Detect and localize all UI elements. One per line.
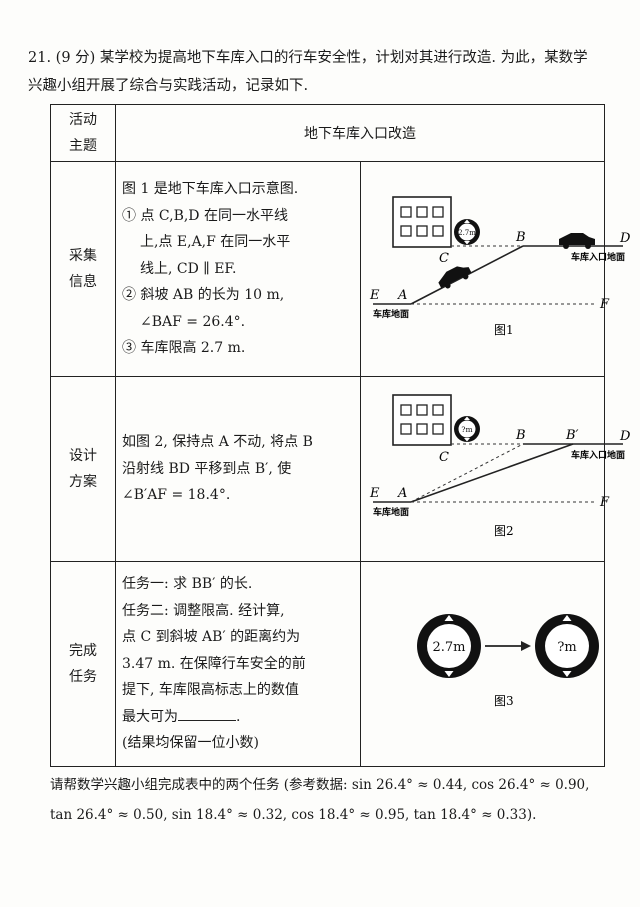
row1-text-line: ① 点 C,B,D 在同一水平线 xyxy=(122,207,288,224)
row3-text-cell: 任务一: 求 BB′ 的长. 任务二: 调整限高. 经计算, 点 C 到斜坡 A… xyxy=(115,561,361,767)
building-icon xyxy=(391,394,452,446)
arrow-right-icon xyxy=(484,641,531,651)
row3-text-line: 点 C 到斜坡 AB′ 的距离约为 xyxy=(122,629,301,646)
figure1-cell: 2.7m xyxy=(359,161,631,377)
figure2-diagram: ?m C B B′ D E A F 车库入口地面 车库地面 xyxy=(369,394,631,538)
garage-ground-label: 车库地面 xyxy=(373,506,409,518)
reference-line2: tan 26.4° ≈ 0.50, sin 18.4° ≈ 0.32, cos … xyxy=(50,807,537,823)
row1-text-line: 线上, CD ∥ EF. xyxy=(140,260,237,277)
garage-ground-label: 车库地面 xyxy=(373,308,409,320)
header-theme-line1: 活动 xyxy=(69,112,97,128)
point-label-d: D xyxy=(619,231,631,246)
point-label-a: A xyxy=(397,288,407,303)
problem-intro-line2: 兴趣小组开展了综合与实践活动，记录如下. xyxy=(28,78,309,94)
entrance-ground-label: 车库入口地面 xyxy=(571,251,625,263)
problem-intro-line1: 21. (9 分) 某学校为提高地下车库入口的行车安全性，计划对其进行改造. 为… xyxy=(28,50,588,66)
table-row-collect-info: 采集 信息 图 1 是地下车库入口示意图. ① 点 C,B,D 在同一水平线 上… xyxy=(50,161,631,377)
row2-text-cell: 如图 2, 保持点 A 不动, 将点 B 沿射线 BD 平移到点 B′, 使 ∠… xyxy=(115,376,361,562)
figure3-cell: 2.7m ?m 图3 xyxy=(359,561,605,767)
reference-data: 请帮数学兴趣小组完成表中的两个任务 (参考数据: sin 26.4° ≈ 0.4… xyxy=(50,770,620,830)
row3-label-cell: 完成 任务 xyxy=(50,561,116,767)
table-row-complete-tasks: 完成 任务 任务一: 求 BB′ 的长. 任务二: 调整限高. 经计算, 点 C… xyxy=(50,561,605,767)
table-row-design-plan: 设计 方案 如图 2, 保持点 A 不动, 将点 B 沿射线 BD 平移到点 B… xyxy=(50,376,631,562)
entrance-ground-label: 车库入口地面 xyxy=(571,449,625,461)
point-label-c: C xyxy=(439,251,449,266)
answer-blank[interactable] xyxy=(178,704,236,721)
point-label-f: F xyxy=(599,495,610,510)
point-label-f: F xyxy=(599,297,610,312)
row3-text-line-blank: 最大可为. xyxy=(122,704,354,731)
row1-text-line: 上,点 E,A,F 在同一水平 xyxy=(140,234,291,251)
row3-label-line2: 任务 xyxy=(69,669,97,685)
row3-label-line1: 完成 xyxy=(69,643,97,659)
sign-value: ?m xyxy=(461,425,472,434)
car-icon xyxy=(558,233,595,249)
row2-text-line: 沿射线 BD 平移到点 B′, 使 xyxy=(122,460,292,477)
point-label-b-prime: B′ xyxy=(565,428,579,443)
row1-label-line1: 采集 xyxy=(69,248,97,264)
row1-label-cell: 采集 信息 xyxy=(50,161,116,377)
row2-label-line1: 设计 xyxy=(69,448,97,464)
figure3-caption: 图3 xyxy=(494,694,514,708)
activity-table: 活动 主题 地下车库入口改造 采集 信息 图 1 是地下车库入口示意图. ① 点… xyxy=(50,104,631,767)
row3-text-line: (结果均保留一位小数) xyxy=(122,735,259,752)
sign-value: 2.7m xyxy=(458,229,476,237)
row2-label-line2: 方案 xyxy=(69,474,97,490)
row1-text-cell: 图 1 是地下车库入口示意图. ① 点 C,B,D 在同一水平线 上,点 E,A… xyxy=(115,161,361,377)
row3-text-line: 3.47 m. 在保障行车安全的前 xyxy=(122,655,306,672)
point-label-b: B xyxy=(515,428,526,443)
height-limit-sign-icon: 2.7m xyxy=(453,219,480,245)
row1-text-line: ∠BAF = 26.4°. xyxy=(140,313,246,330)
row2-label-cell: 设计 方案 xyxy=(50,376,116,562)
row1-text-line: 图 1 是地下车库入口示意图. xyxy=(122,181,299,198)
building-icon xyxy=(391,196,452,248)
row1-label-line2: 信息 xyxy=(69,274,97,290)
height-limit-sign-icon: ?m xyxy=(453,416,480,442)
figure1-diagram: 2.7m xyxy=(369,196,631,337)
problem-statement: 21. (9 分) 某学校为提高地下车库入口的行车安全性，计划对其进行改造. 为… xyxy=(28,44,618,100)
point-label-c: C xyxy=(439,450,449,465)
row3-text-line: 提下, 车库限高标志上的数值 xyxy=(122,682,299,699)
row2-text-line: 如图 2, 保持点 A 不动, 将点 B xyxy=(122,434,313,451)
row2-text-line: ∠B′AF = 18.4°. xyxy=(122,487,231,504)
point-label-e: E xyxy=(369,288,380,303)
row1-text-line: ② 斜坡 AB 的长为 10 m, xyxy=(122,287,285,304)
row3-text-line: 任务一: 求 BB′ 的长. xyxy=(122,576,253,593)
point-label-b: B xyxy=(515,230,526,245)
height-limit-sign-icon: 2.7m xyxy=(416,614,481,678)
sign-right-value: ?m xyxy=(557,640,576,655)
point-label-e: E xyxy=(369,486,380,501)
car-icon xyxy=(437,266,471,289)
table-header-row: 活动 主题 地下车库入口改造 xyxy=(50,104,605,162)
point-label-a: A xyxy=(397,486,407,501)
header-theme-line2: 主题 xyxy=(69,138,97,154)
sign-left-value: 2.7m xyxy=(432,640,465,655)
figure2-caption: 图2 xyxy=(494,524,514,538)
row3-text-line: 最大可为 xyxy=(122,708,178,725)
point-label-d: D xyxy=(619,429,631,444)
figure2-cell: ?m C B B′ D E A F 车库入口地面 车库地面 xyxy=(359,376,631,562)
row1-text-line: ③ 车库限高 2.7 m. xyxy=(122,340,246,357)
figure1-caption: 图1 xyxy=(494,323,514,337)
header-theme-cell: 活动 主题 xyxy=(50,104,116,162)
figure3-diagram: 2.7m ?m 图3 xyxy=(416,614,599,708)
reference-line1: 请帮数学兴趣小组完成表中的两个任务 (参考数据: sin 26.4° ≈ 0.4… xyxy=(50,777,590,793)
header-title-cell: 地下车库入口改造 xyxy=(115,104,605,162)
height-limit-sign-icon: ?m xyxy=(534,614,599,678)
row3-text-line: 任务二: 调整限高. 经计算, xyxy=(122,602,285,619)
